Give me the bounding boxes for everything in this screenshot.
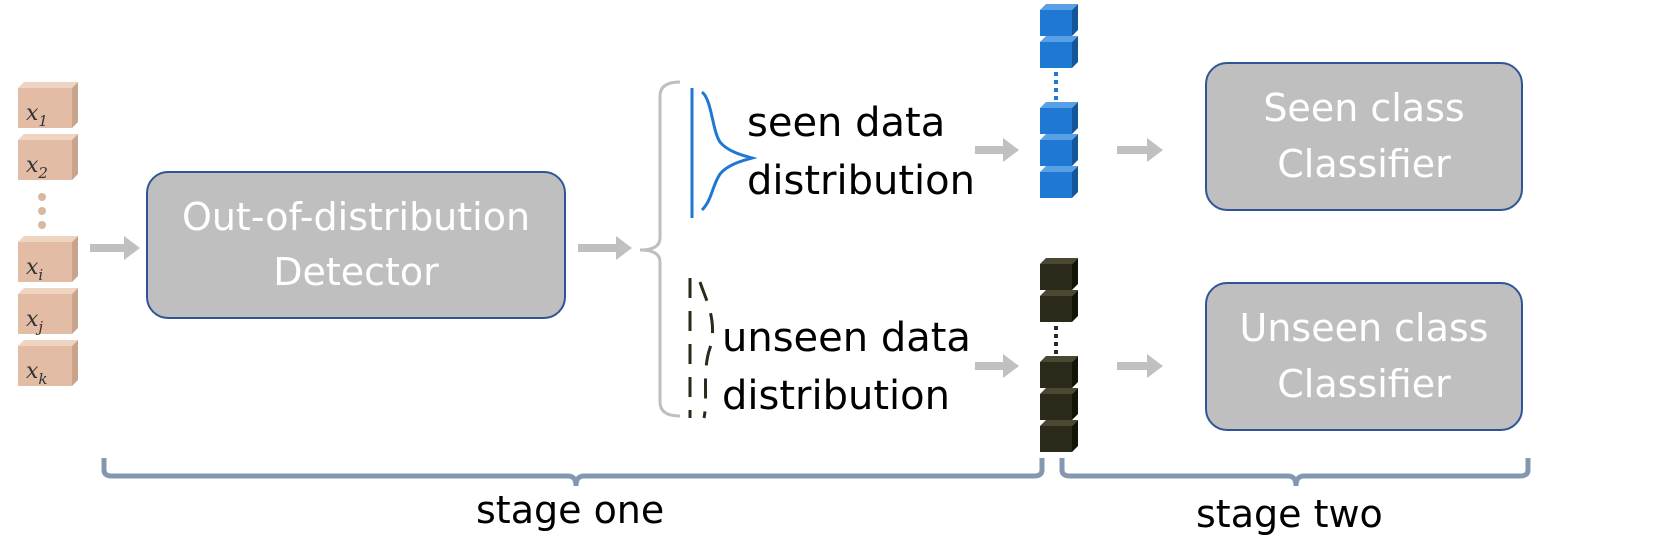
input-cube-xk: xk [18,340,78,388]
ood-detector-line1: Out-of-distribution [181,194,531,239]
unseen-label-line1: unseen data [722,315,971,361]
arrow-detector-to-split [578,236,632,260]
unseen-feature-stack [1040,258,1078,452]
unseen-classifier-box: Unseen class Classifier [1205,282,1523,431]
input-cube-x2: x2 [18,134,78,182]
unseen-distribution-label: unseen data distribution [722,309,971,425]
arrow-unseen-to-cubes [975,354,1019,378]
input-cube-xi: xi [18,236,78,284]
arrow-to-seen-classifier [1117,138,1163,162]
input-cube-x1: x1 [18,82,78,130]
seen-distribution-label: seen data distribution [747,94,975,210]
seen-classifier-box: Seen class Classifier [1205,62,1523,211]
input-cube-stack: x1 x2 xi xj xk [18,82,78,388]
arrow-input-to-detector [90,236,140,260]
stage-two-label: stage two [1196,492,1383,536]
stage-two-bracket [1059,458,1531,487]
stage-one-bracket [101,458,1045,487]
seen-distribution-curve [690,88,758,218]
input-ellipsis [38,193,46,229]
unseen-classifier-line2: Classifier [1277,361,1451,406]
seen-label-line1: seen data [747,100,946,146]
unseen-label-line2: distribution [722,373,950,419]
input-cube-xj: xj [18,288,78,336]
arrow-seen-to-cubes [975,138,1019,162]
stage-one-label: stage one [476,488,665,532]
seen-classifier-line1: Seen class [1263,86,1465,131]
seen-label-line2: distribution [747,158,975,204]
unseen-distribution-curve [688,278,715,419]
ood-detector-box: Out-of-distribution Detector [146,171,566,319]
split-bracket [639,80,681,418]
seen-feature-stack [1040,4,1078,198]
unseen-classifier-line1: Unseen class [1239,306,1489,351]
ood-detector-line2: Detector [273,250,439,294]
seen-classifier-line2: Classifier [1277,141,1451,186]
arrow-to-unseen-classifier [1117,354,1163,378]
